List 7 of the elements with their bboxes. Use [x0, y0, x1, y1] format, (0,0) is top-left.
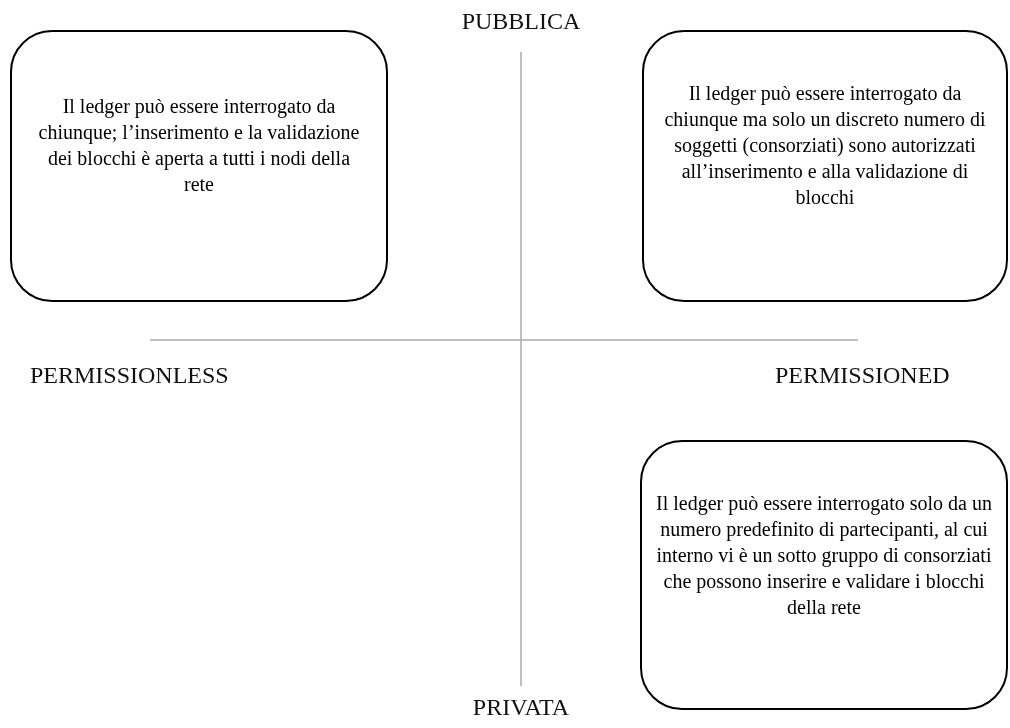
rounded-text-box: Il ledger può essere interrogato da chiunque; l’inserimento e la validazione dei blocchi è aperta a tutti i nodi della rete [10, 30, 388, 302]
axis-label: PERMISSIONLESS [30, 362, 229, 389]
axis-label: PUBBLICA [461, 8, 581, 35]
rounded-text-box: Il ledger può essere interrogato solo da un numero predefinito di partecipanti, al cui interno vi è un sotto gruppo di consorziati che possono inserire e validare i blocchi della rete [640, 440, 1008, 710]
rounded-text-box: Il ledger può essere interrogato da chiunque ma solo un discreto numero di soggetti (consorziati) sono autorizzati all’inserimento e alla validazione di blocchi [642, 30, 1008, 302]
axis-label: PERMISSIONED [775, 362, 950, 389]
axis-label: PRIVATA [472, 694, 570, 721]
